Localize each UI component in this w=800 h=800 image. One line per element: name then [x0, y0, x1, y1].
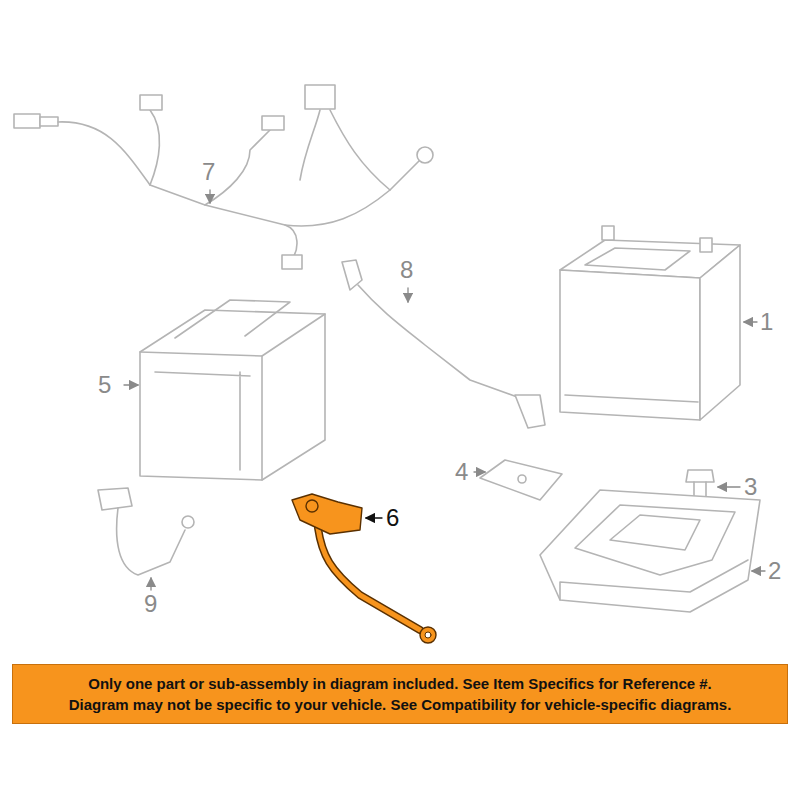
ground-cable [98, 488, 194, 575]
callout-number: 3 [744, 473, 757, 501]
callout-number: 1 [760, 308, 773, 336]
callout-number: 8 [400, 256, 413, 284]
callout-number: 9 [144, 590, 157, 618]
callout-number: 6 [386, 504, 399, 532]
wire-harness [14, 85, 433, 269]
battery-tray [540, 490, 760, 612]
highlighted-cable [292, 494, 436, 643]
notice-banner: Only one part or sub-assembly in diagram… [12, 664, 788, 724]
callout-number: 4 [455, 458, 468, 486]
battery [560, 226, 740, 420]
battery-cable [342, 260, 545, 428]
callout-number: 7 [202, 158, 215, 186]
callout-number: 5 [98, 371, 111, 399]
notice-text: Diagram may not be specific to your vehi… [19, 694, 781, 715]
notice-text: Only one part or sub-assembly in diagram… [19, 673, 781, 694]
callout-number: 2 [768, 557, 781, 585]
battery-box [140, 300, 325, 480]
hold-down-bracket [480, 460, 562, 500]
leader-arrows [124, 190, 765, 590]
